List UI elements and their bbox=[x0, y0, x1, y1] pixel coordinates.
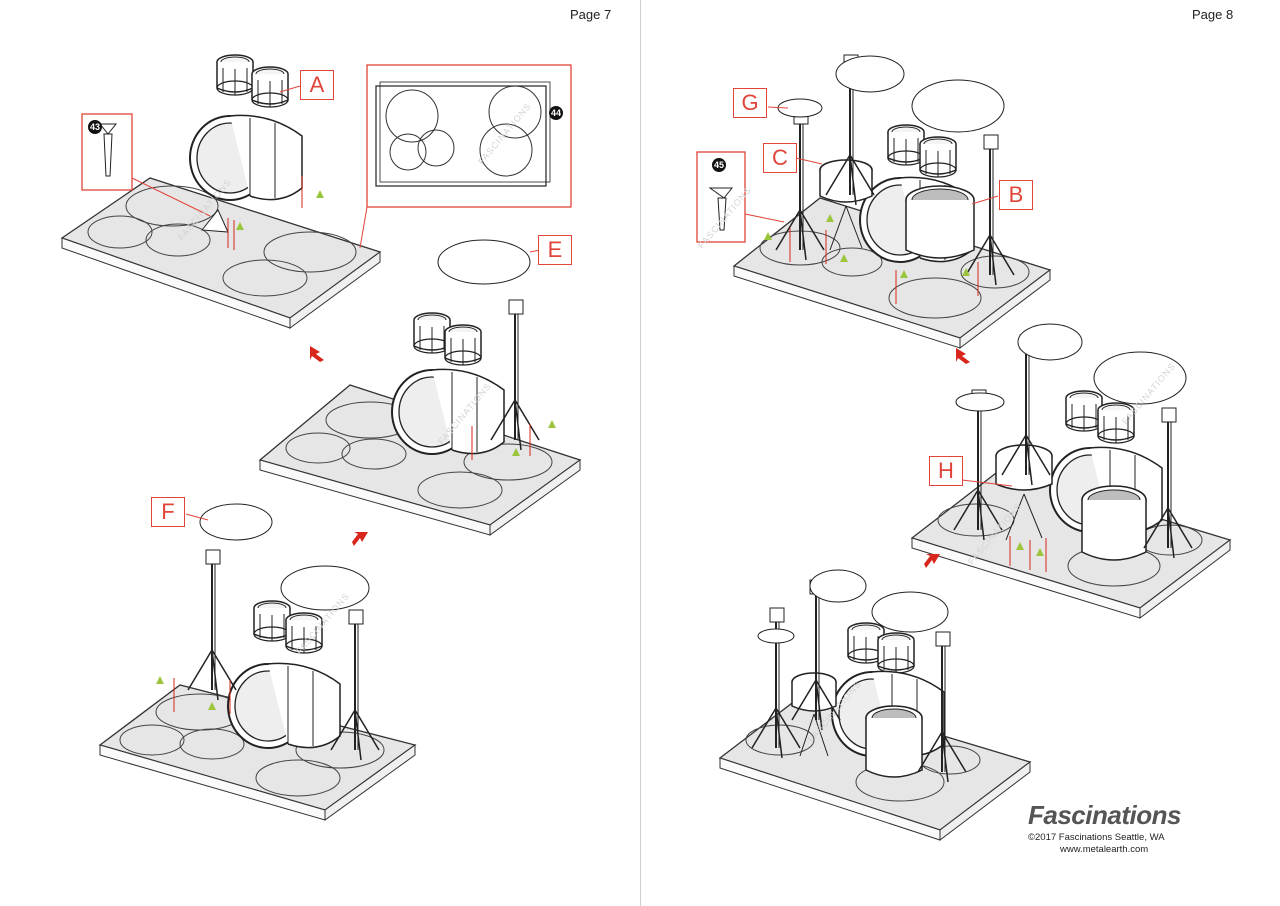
step-arrow-icon bbox=[956, 348, 970, 364]
website-link[interactable]: www.metalearth.com bbox=[1060, 844, 1149, 855]
step6-diagram bbox=[718, 569, 1032, 842]
callout-f: F bbox=[151, 497, 185, 527]
step1-diagram bbox=[60, 54, 382, 329]
step4-diagram bbox=[732, 54, 1052, 350]
part-number-43: 43 bbox=[88, 120, 102, 134]
page-divider bbox=[640, 0, 641, 906]
callout-h: H bbox=[929, 456, 963, 486]
part-number-44: 44 bbox=[549, 106, 563, 120]
copyright-text: ©2017 Fascinations Seattle, WA bbox=[1028, 832, 1165, 843]
step5-diagram bbox=[910, 323, 1232, 620]
callout-a: A bbox=[300, 70, 334, 100]
page-number-right: Page 8 bbox=[1192, 7, 1234, 22]
part-44-inset bbox=[366, 64, 572, 208]
callout-c: C bbox=[763, 143, 797, 173]
page-number-left: Page 7 bbox=[570, 7, 612, 22]
callout-e: E bbox=[538, 235, 572, 265]
step3-diagram bbox=[98, 503, 417, 821]
step2-diagram bbox=[258, 239, 582, 536]
part-number-45: 45 bbox=[712, 158, 726, 172]
callout-b: B bbox=[999, 180, 1033, 210]
step-arrow-icon bbox=[924, 554, 940, 568]
step-arrow-icon bbox=[310, 346, 324, 362]
step-arrow-icon bbox=[352, 532, 368, 546]
brand-logo: Fascinations bbox=[1028, 800, 1181, 830]
callout-g: G bbox=[733, 88, 767, 118]
